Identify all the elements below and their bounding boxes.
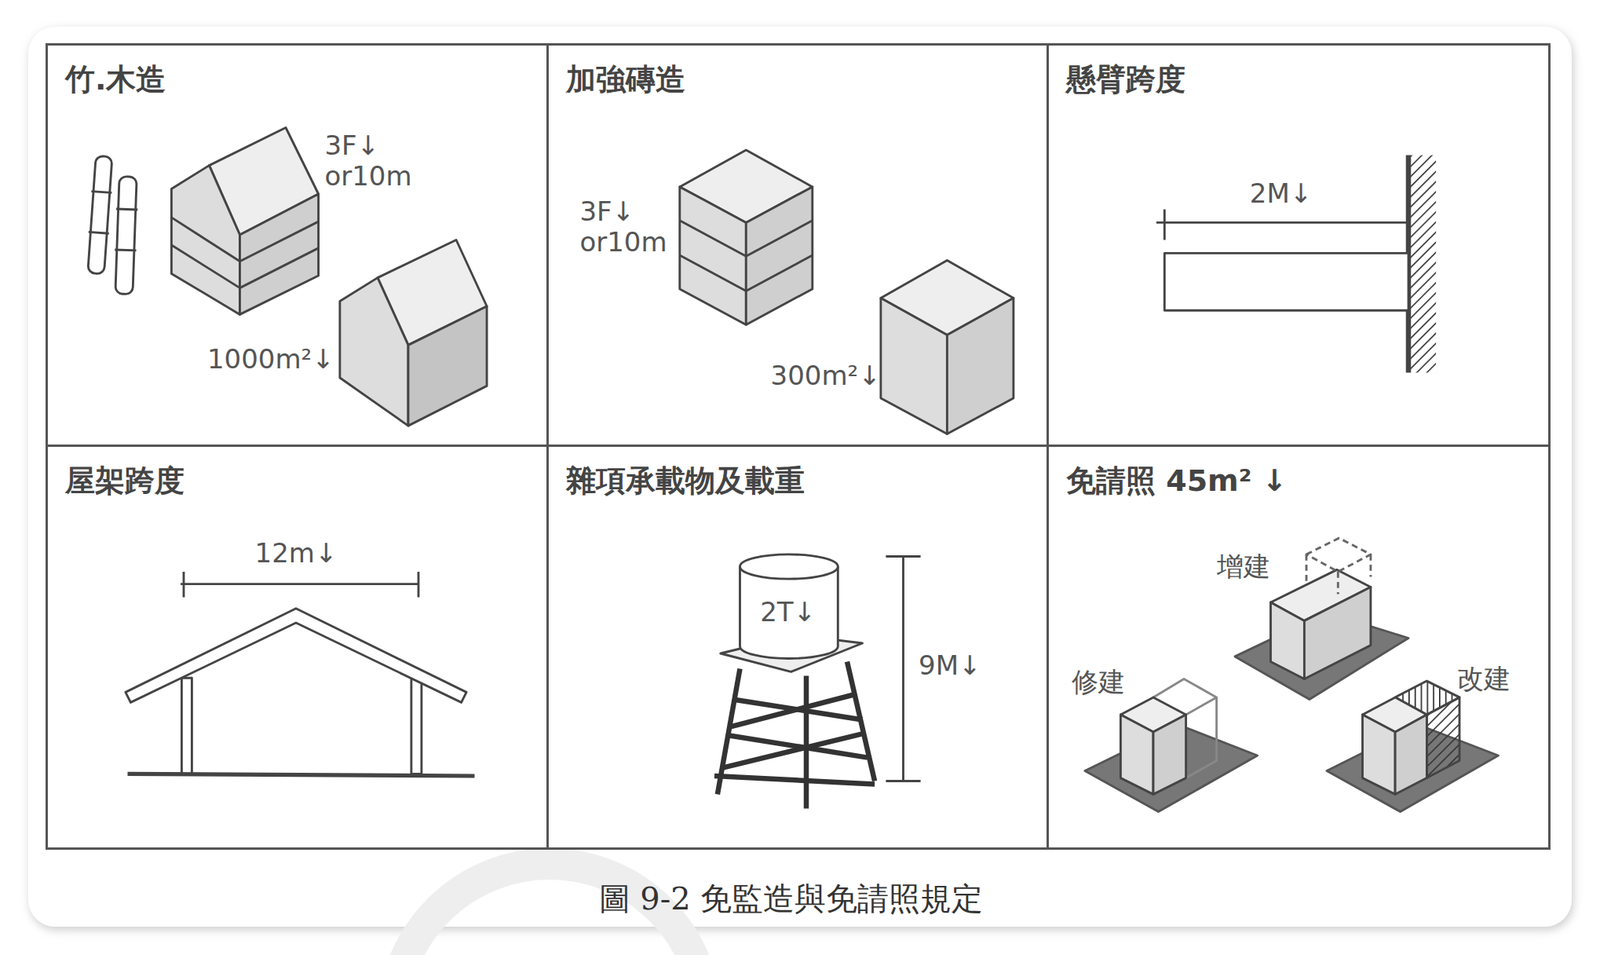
rule-panel: 雜項承載物及載重 (546, 444, 1049, 850)
panel-heading: 懸臂跨度 (1066, 59, 1186, 100)
dimension-label: 增建 (1216, 551, 1271, 582)
dimension-label: 2M↓ (1249, 178, 1312, 209)
panel-heading: 雜項承載物及載重 (566, 460, 805, 501)
dimension-label: 2T↓ (759, 596, 816, 628)
dimension-label: 修建 (1071, 666, 1126, 698)
rule-panel: 竹.木造 (45, 43, 549, 447)
panel-heading: 加強磚造 (566, 59, 686, 100)
dimension-label: 改建 (1457, 663, 1511, 695)
rule-panel: 屋架跨度 (45, 444, 549, 850)
dimension-label: 9M↓ (918, 650, 981, 681)
panel-heading: 竹.木造 (65, 59, 166, 100)
dimension-label: 3F↓ or10m (579, 196, 667, 258)
rule-panel: 懸臂跨度 (1046, 43, 1551, 447)
dimension-label: 12m↓ (255, 537, 338, 569)
panel-heading: 屋架跨度 (65, 460, 185, 501)
figure-caption: 圖 9-2 免監造與免請照規定 (599, 876, 984, 921)
rule-panel: 免請照 45m² ↓ (1046, 444, 1551, 850)
panel-heading: 免請照 45m² ↓ (1066, 460, 1287, 501)
dimension-label: 1000m²↓ (207, 343, 335, 375)
dimension-label: 300m²↓ (770, 360, 881, 391)
dimension-label: 3F↓ or10m (324, 130, 412, 192)
